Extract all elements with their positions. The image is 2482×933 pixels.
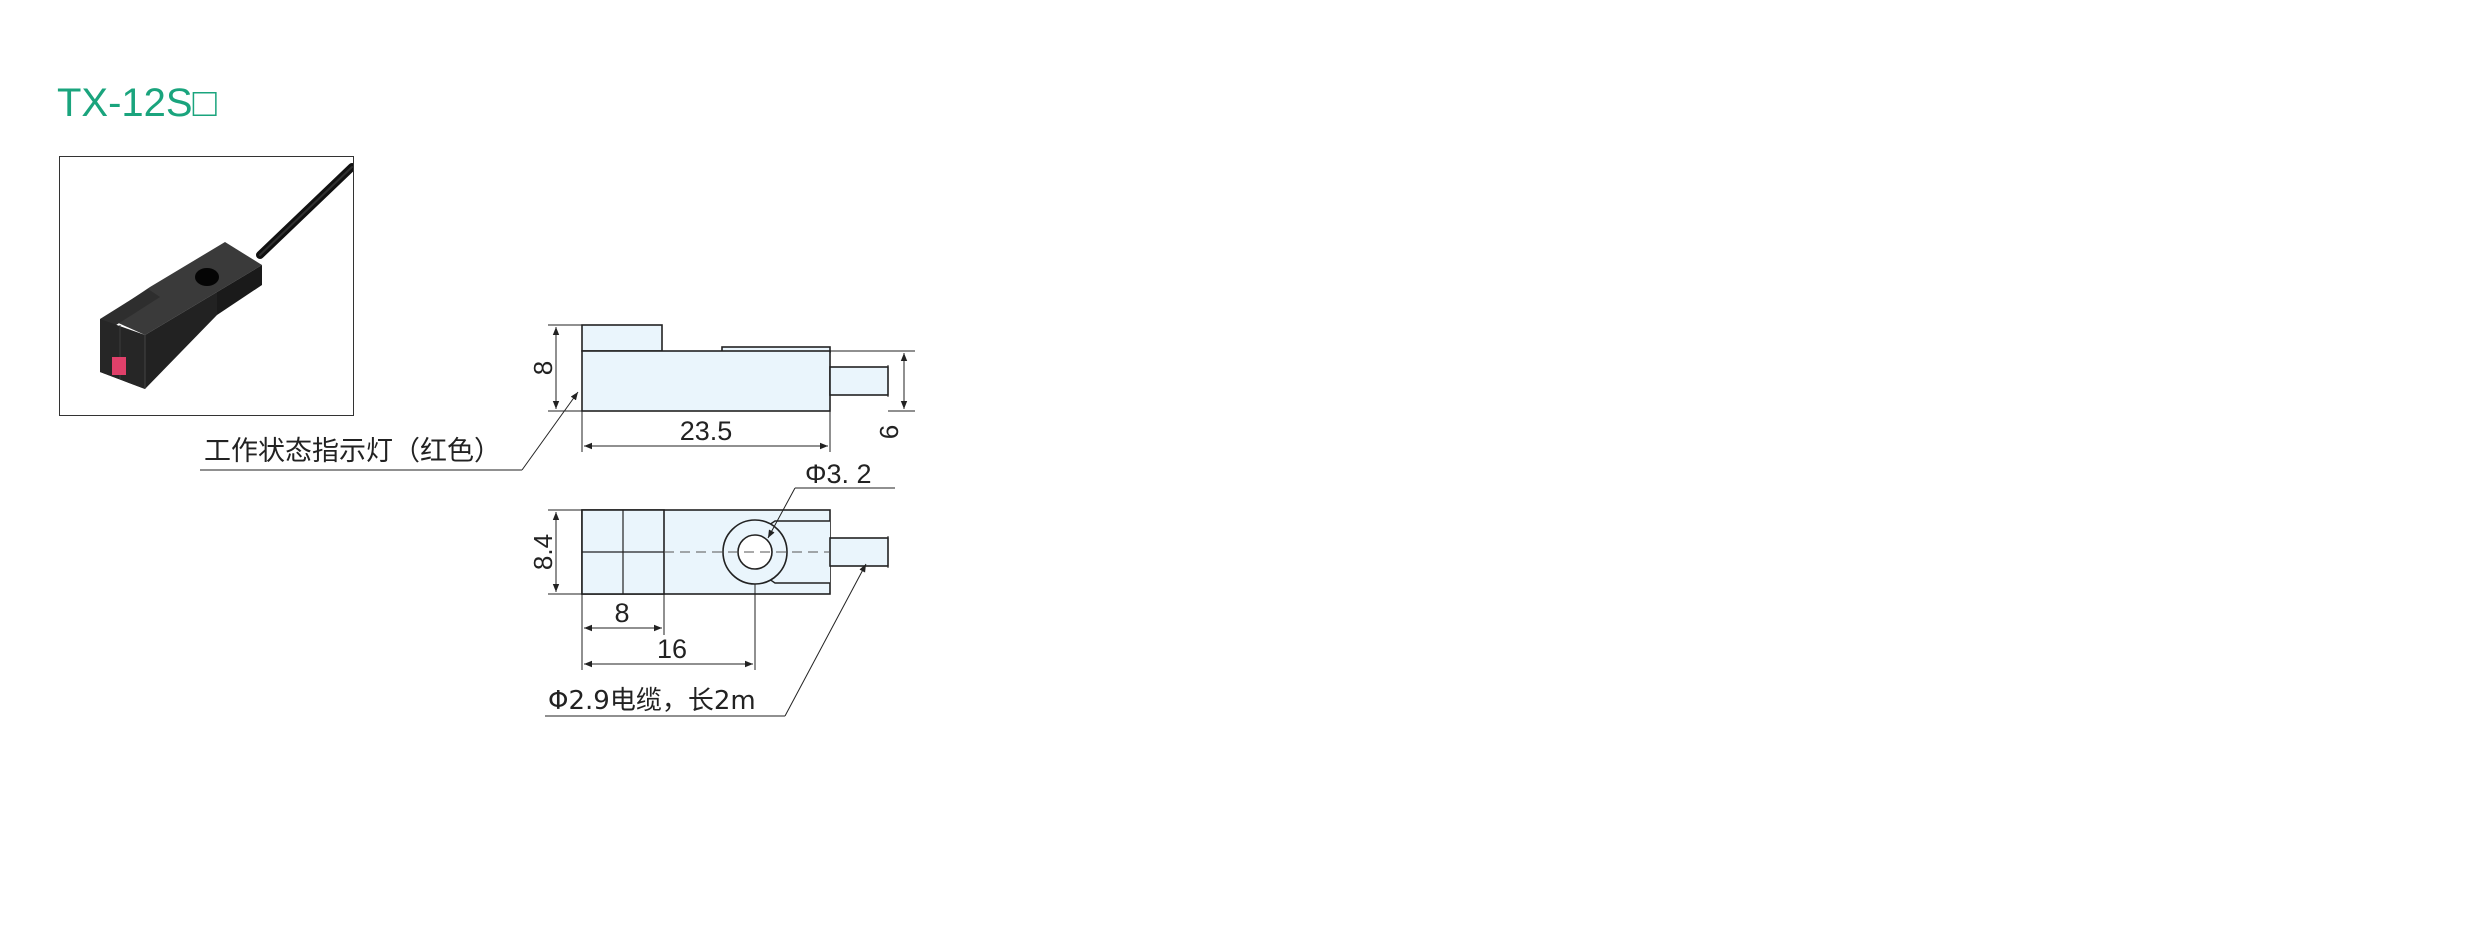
- indicator-callout: 工作状态指示灯（红色）: [204, 436, 501, 467]
- side-dims: [200, 324, 915, 471]
- top-view: [581, 509, 889, 595]
- cable-callout: Φ2.9电缆，长2m: [548, 686, 756, 716]
- product-photo: [59, 156, 354, 416]
- top-dims: [545, 487, 895, 717]
- top-width-label: 8.4: [528, 534, 558, 570]
- side-height-label: 8: [528, 361, 558, 375]
- hole-diameter-label: Φ3. 2: [805, 459, 872, 489]
- square-width-label: 8: [614, 598, 629, 628]
- product-title: TX-12S□: [57, 81, 217, 125]
- sensor-photo-icon: [100, 163, 353, 389]
- side-view: [581, 324, 889, 412]
- cable-height-label: 6: [874, 425, 904, 439]
- indicator-led-icon: [112, 357, 126, 375]
- hole-position-label: 16: [657, 634, 687, 664]
- side-length-label: 23.5: [680, 416, 733, 446]
